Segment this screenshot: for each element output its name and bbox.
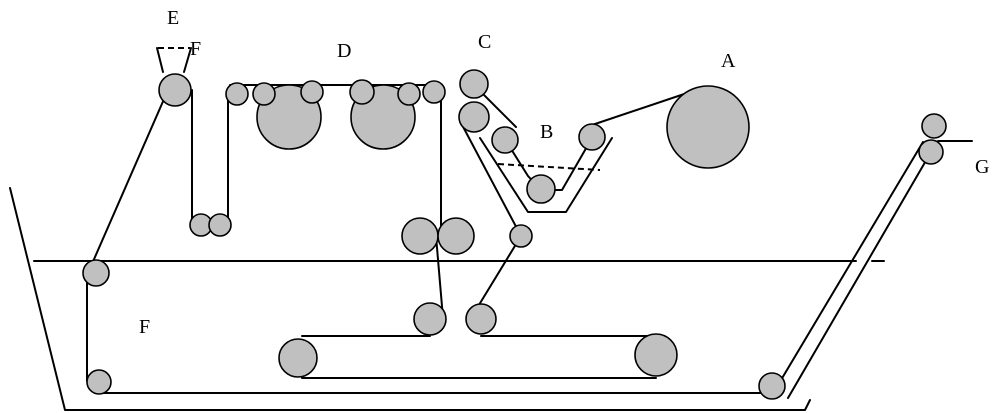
roll-d-small-2 [252,82,276,106]
roll-d-small-1 [225,82,249,106]
roll-c-lower [509,224,533,248]
roll-tank-left-bottom [86,369,112,395]
roll-g-bottom [918,139,944,165]
tank-f [9,187,885,411]
roll-dip-right [208,213,232,237]
roll-d-small-4 [349,79,375,105]
web-c-diagonal [459,120,522,237]
roll-b-bottom [526,174,556,204]
web-e-to-tank [87,89,169,274]
labels: A B C D E F F G [139,7,989,338]
roll-conveyor-top-right [465,303,497,335]
roll-conveyor-left [278,338,318,378]
label-g: G [975,156,989,178]
trough-b-dashed-level [497,163,601,171]
roll-squeeze-right [437,217,475,255]
web-g-inner [777,141,924,386]
label-f: F [139,316,150,338]
roll-c-top [459,69,489,99]
roll-g-top [921,113,947,139]
label-b: B [540,121,553,143]
roll-d-small-6 [422,80,446,104]
web-g-outer [787,151,932,399]
roll-a [666,85,750,169]
roll-tank-left-top [82,259,110,287]
funnel-e-right [183,47,192,73]
label-e: E [167,7,179,29]
label-c: C [478,31,491,53]
rollers [82,69,947,400]
label-d: D [337,40,351,62]
roll-conveyor-top-left [413,302,447,336]
roll-b-right [578,123,606,151]
roll-squeeze-left [401,217,439,255]
funnel-e-left [156,47,164,73]
label-a: A [721,50,736,72]
roll-conveyor-right [634,333,678,377]
tank-outline [9,187,811,411]
web-to-conveyor-left [435,235,444,319]
roll-b-left [491,126,519,154]
roll-c-bottom [458,101,490,133]
roll-e [158,73,192,107]
roll-d-small-5 [397,82,421,106]
trough-b [479,137,613,213]
roll-d-small-3 [300,80,324,104]
label-e-filter: F [190,38,201,60]
roll-tank-right-bottom [758,372,786,400]
